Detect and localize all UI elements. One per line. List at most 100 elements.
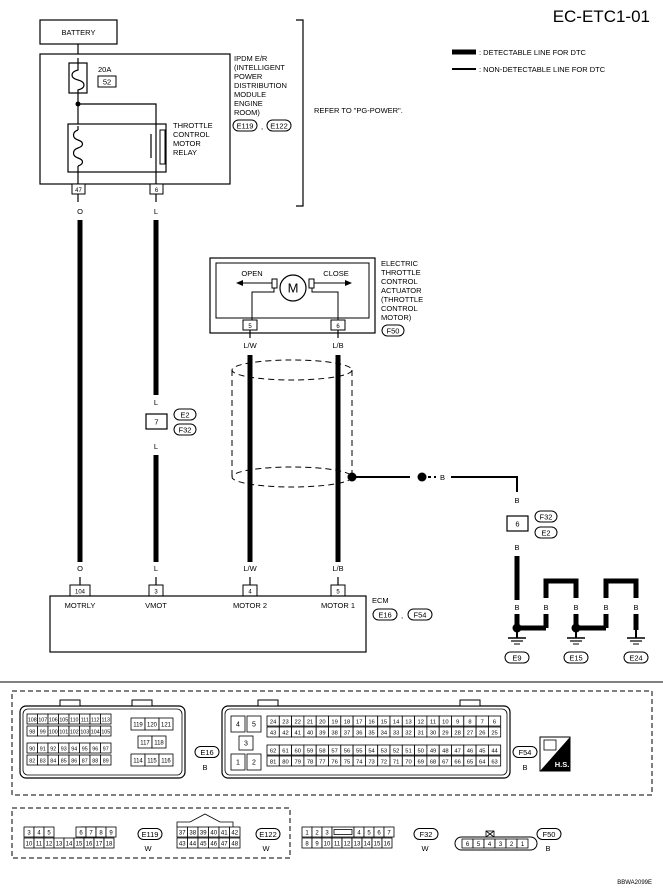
f32-pin-12: 12 — [344, 841, 351, 847]
f54-pin-70: 70 — [405, 759, 411, 765]
e16-pin-89: 89 — [103, 758, 109, 764]
legend-detectable: : DETECTABLE LINE FOR DTC — [479, 48, 587, 57]
f54-pin-61: 61 — [282, 748, 288, 754]
e16-pin-100: 100 — [49, 729, 58, 735]
e16-pin-88: 88 — [92, 758, 98, 764]
connector-e122-tag: E122 — [259, 830, 277, 839]
actuator-inner-box — [215, 262, 370, 319]
e122-pin-46: 46 — [210, 841, 217, 847]
f54-pin-44: 44 — [491, 748, 498, 754]
f54-pin-58: 58 — [319, 748, 325, 754]
f54-pin-7: 7 — [481, 719, 484, 725]
e119-pin-18: 18 — [106, 841, 113, 847]
ground-icon-e9 — [508, 628, 526, 645]
e122-pin-37: 37 — [179, 830, 186, 836]
joint-e2-pin: 7 — [154, 418, 158, 427]
f54-pin-65: 65 — [467, 759, 473, 765]
f54-pin-52: 52 — [393, 748, 399, 754]
f54-pin-50: 50 — [418, 748, 424, 754]
connector-e119-color: W — [144, 844, 152, 853]
wire-color-l-top: L — [154, 207, 158, 216]
e16-pin-86: 86 — [71, 758, 77, 764]
f54-pin-81: 81 — [270, 759, 276, 765]
e16-pin-92: 92 — [50, 746, 56, 752]
connector-key — [333, 829, 353, 835]
f54-pin-66: 66 — [454, 759, 460, 765]
e16-pin-93: 93 — [61, 746, 67, 752]
joint-f32-pin: 6 — [515, 520, 519, 529]
f54-pin-8: 8 — [468, 719, 471, 725]
legend-non-detectable: : NON-DETECTABLE LINE FOR DTC — [479, 65, 606, 74]
ipdm-label-4: DISTRIBUTION — [234, 81, 287, 90]
e16-pin-99: 99 — [40, 729, 46, 735]
e16-pin-83: 83 — [40, 758, 46, 764]
page-title: EC-ETC1-01 — [553, 7, 650, 26]
f54-pin-2: 2 — [252, 759, 256, 766]
battery-box — [39, 19, 118, 45]
joint-connector-f32 — [506, 515, 529, 532]
e119-pin-6: 6 — [79, 830, 83, 836]
fuse-icon — [68, 58, 88, 104]
ipdm-label-6: ENGINE — [234, 99, 263, 108]
f54-pin-51: 51 — [405, 748, 411, 754]
connector-f50-tag: F50 — [543, 830, 556, 839]
actuator-label-6: CONTROL — [381, 304, 418, 313]
f54-pin-14: 14 — [393, 719, 400, 725]
e16-pin-82: 82 — [29, 758, 35, 764]
battery-label: BATTERY — [62, 28, 96, 37]
ground-e15-label: E15 — [569, 654, 582, 663]
ipdm-connector-e119: E119 — [237, 122, 254, 131]
f54-pin-78: 78 — [307, 759, 313, 765]
actuator-connector: F50 — [387, 327, 400, 336]
harness-side-label: H.S. — [555, 760, 570, 769]
e119-pin-16: 16 — [86, 841, 93, 847]
connector-e119-tag: E119 — [142, 830, 159, 839]
f54-pin-72: 72 — [381, 759, 387, 765]
ipdm-bracket — [296, 19, 304, 207]
ipdm-pin-47: 47 — [75, 188, 82, 194]
e16-pin-103: 103 — [80, 729, 89, 735]
connector-f50-shell — [454, 836, 538, 851]
e16-pin-105: 105 — [101, 729, 110, 735]
e119-pin-12: 12 — [46, 841, 53, 847]
actuator-label-4: ACTUATOR — [381, 286, 422, 295]
f54-pin-57: 57 — [331, 748, 337, 754]
f54-pin-59: 59 — [307, 748, 313, 754]
e16-pin-112: 112 — [91, 717, 99, 723]
f32-pin-16: 16 — [384, 841, 391, 847]
e16-pin-114: 114 — [133, 758, 143, 764]
wire-color-l-mid1: L — [154, 398, 158, 407]
f54-pin-35: 35 — [368, 730, 374, 736]
f54-pin-34: 34 — [381, 730, 388, 736]
f32-pin-1: 1 — [305, 830, 309, 836]
e16-pin-94: 94 — [71, 746, 77, 752]
connector-f54-color: B — [522, 763, 527, 772]
actuator-open-label: OPEN — [241, 269, 262, 278]
f54-pin-3: 3 — [244, 740, 248, 747]
f50-pin-2: 2 — [510, 842, 514, 848]
connector-e122-color: W — [262, 844, 270, 853]
joint-f32-connector-b: E2 — [541, 529, 550, 538]
f54-pin-43: 43 — [270, 730, 276, 736]
f32-pin-13: 13 — [354, 841, 361, 847]
f54-pin-4: 4 — [236, 721, 240, 728]
ipdm-label-5: MODULE — [234, 90, 266, 99]
actuator-close-label: CLOSE — [323, 269, 348, 278]
relay-label-4: RELAY — [173, 148, 197, 157]
e16-pin-113: 113 — [102, 717, 110, 723]
f54-pin-21: 21 — [307, 719, 313, 725]
ground-icon-e15 — [567, 628, 585, 645]
f54-pin-40: 40 — [307, 730, 313, 736]
f50-pin-5: 5 — [477, 842, 481, 848]
f54-pin-36: 36 — [356, 730, 362, 736]
wire-color-lw-top: L/W — [243, 341, 257, 350]
wire-color-o-bottom: O — [77, 564, 83, 573]
f54-pin-19: 19 — [331, 719, 337, 725]
f54-pin-11: 11 — [430, 719, 436, 725]
f50-pin-4: 4 — [488, 842, 492, 848]
relay-label-2: CONTROL — [173, 130, 210, 139]
f54-pin-54: 54 — [368, 748, 375, 754]
f54-pin-37: 37 — [344, 730, 350, 736]
f54-pin-69: 69 — [418, 759, 424, 765]
